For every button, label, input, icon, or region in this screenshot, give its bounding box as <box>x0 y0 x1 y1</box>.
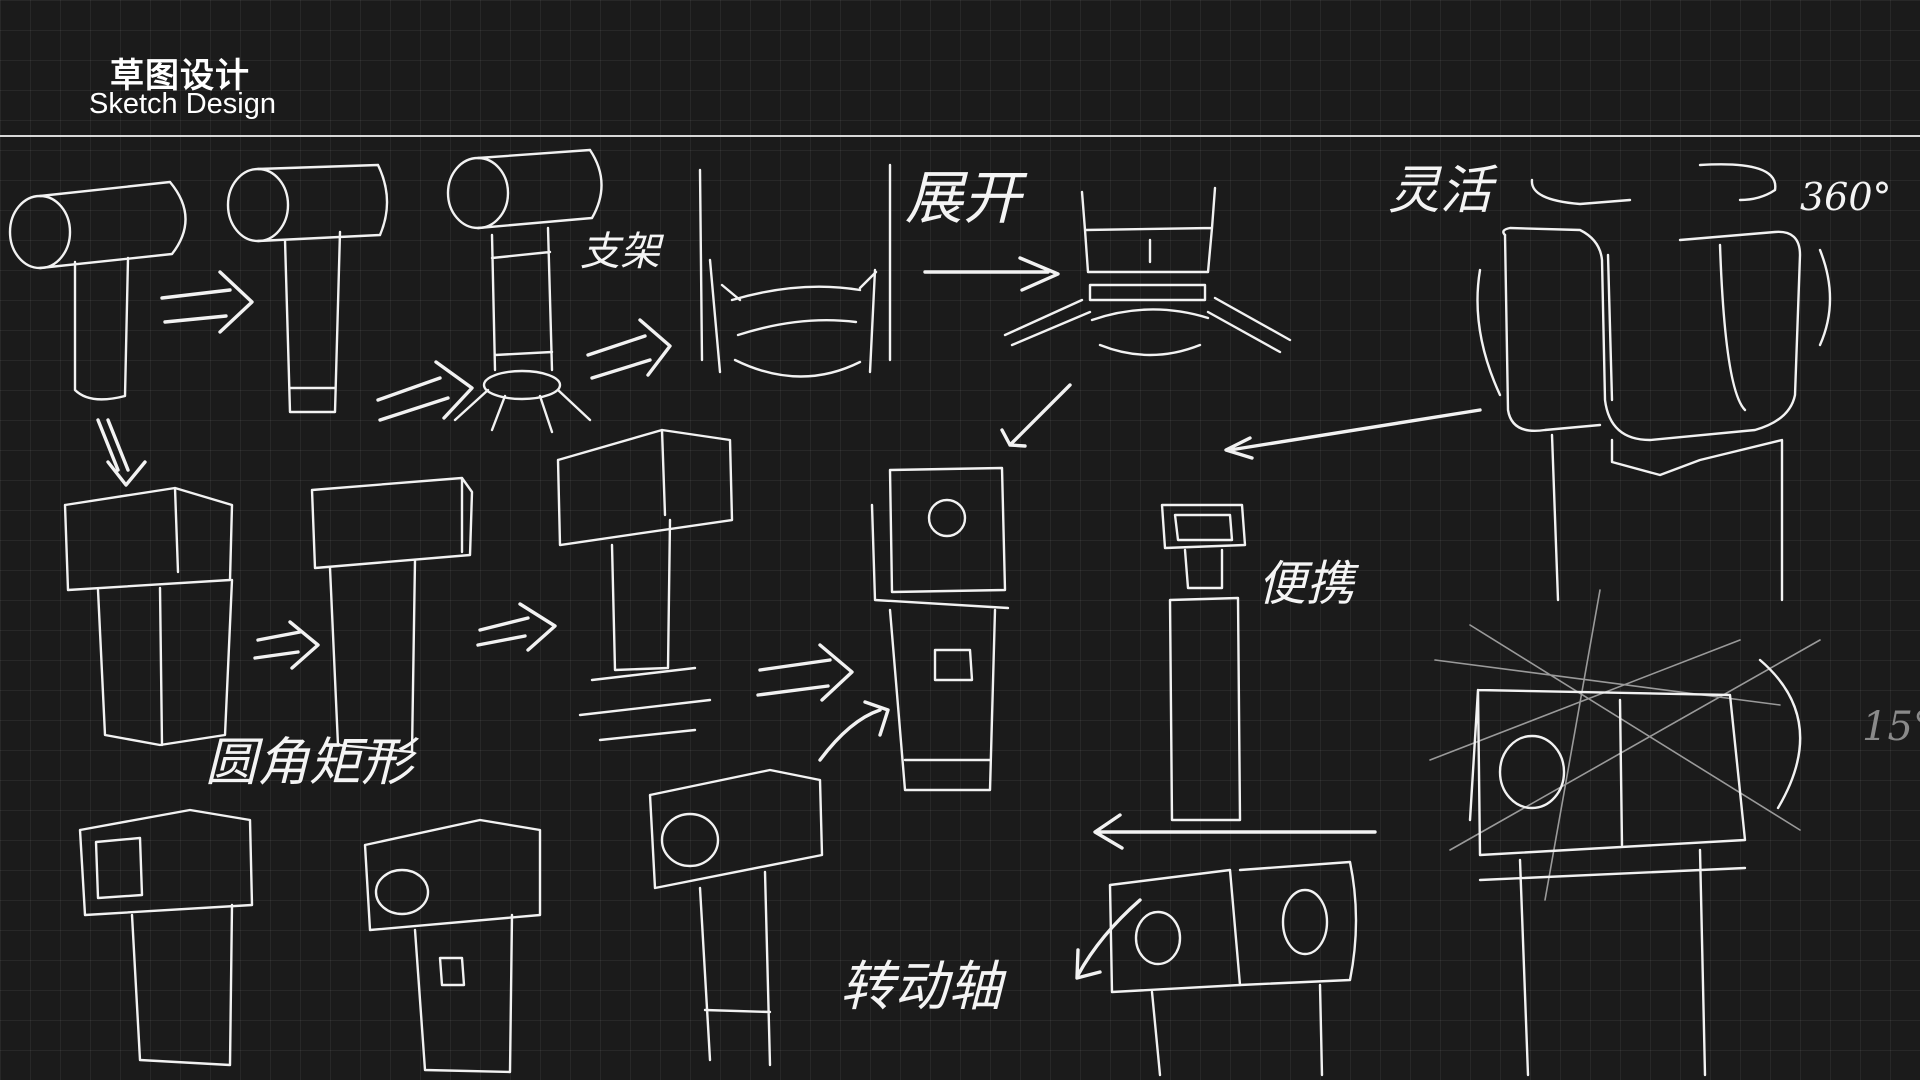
note-bracket: 支架 <box>580 229 665 275</box>
sketch-arrows-row1 <box>96 256 1482 487</box>
sketch-arrows-row2 <box>253 602 1377 980</box>
sketch-box-2 <box>310 476 474 754</box>
sketch-rotating-head <box>1476 163 1832 602</box>
header-divider <box>0 135 1920 137</box>
note-rotate-360: 360° <box>1800 175 1892 219</box>
page-title-en: Sketch Design <box>89 88 276 120</box>
sketch-cylinder-t-1 <box>8 180 187 401</box>
note-unfold: 展开 <box>905 164 1028 232</box>
sketch-rounded-2 <box>363 818 542 1074</box>
note-rotatable: 转动轴 <box>840 955 1007 1018</box>
sketch-cylinder-t-2 <box>226 163 389 414</box>
sketch-bracket-folded <box>1003 186 1292 357</box>
page-title-cn: 草图设计 <box>110 56 250 96</box>
sketch-box-1 <box>63 486 234 747</box>
sketch-rounded-1 <box>78 808 254 1067</box>
note-portable: 便携 <box>1258 556 1360 612</box>
sketch-bracket-unfolded <box>698 163 892 378</box>
sketch-box-3 <box>556 428 734 742</box>
page-header: 草图设计 Sketch Design <box>0 0 1920 136</box>
note-tilt-15: 15° <box>1862 704 1920 750</box>
sketch-cylinder-t-3 <box>446 148 603 434</box>
note-round-to-rect: 圆角矩形 <box>205 733 419 793</box>
sketch-camera-on-stand <box>870 466 1010 792</box>
sketch-rounded-3 <box>648 768 824 1067</box>
sketch-tilt-camera <box>1429 589 1821 1077</box>
sketch-portable-stick <box>1160 503 1247 822</box>
note-flexible: 灵活 <box>1388 161 1498 221</box>
sketch-rotatable-camera <box>1108 860 1358 1077</box>
